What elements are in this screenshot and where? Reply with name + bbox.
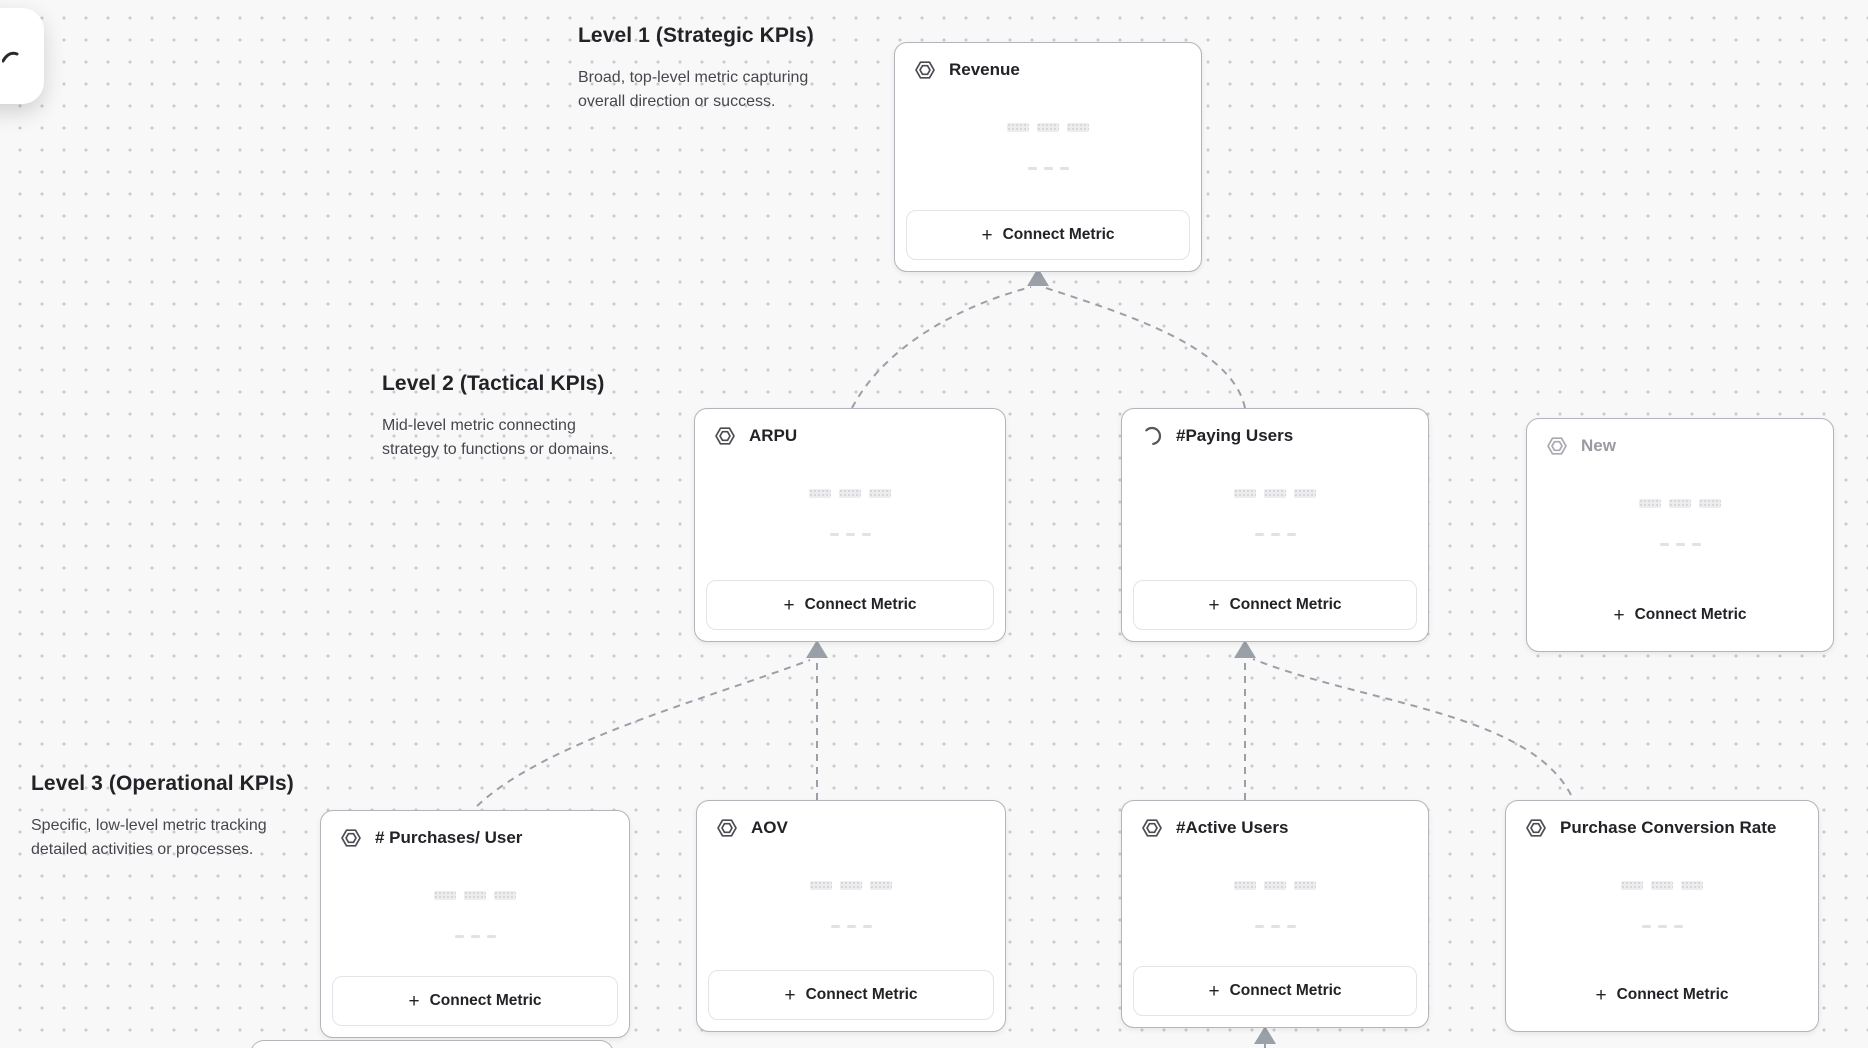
metric-trend-skeleton: [697, 925, 1005, 928]
metric-card-header: Purchase Conversion Rate: [1524, 816, 1776, 840]
metric-card-purchase-conversion-rate[interactable]: Purchase Conversion Rate + Connect Metri…: [1505, 800, 1819, 1032]
metric-card-title: AOV: [751, 818, 788, 837]
connect-metric-label: Connect Metric: [804, 596, 917, 613]
metric-card-active-users[interactable]: #Active Users + Connect Metric: [1121, 800, 1429, 1028]
connect-metric-button[interactable]: + Connect Metric: [332, 976, 618, 1026]
plus-icon: +: [783, 594, 795, 616]
connect-metric-label: Connect Metric: [1634, 606, 1747, 623]
plus-icon: +: [784, 984, 796, 1006]
level-2-description: Mid-level metric connecting strategy to …: [382, 417, 614, 458]
plus-icon: +: [1208, 594, 1220, 616]
plus-icon: +: [1595, 984, 1607, 1006]
metric-card-title: # Purchases/ User: [375, 828, 523, 847]
connector-pcr-to-paying-users: [1252, 658, 1572, 796]
connect-metric-button[interactable]: + Connect Metric: [1538, 590, 1822, 640]
metric-card-header: AOV: [715, 816, 788, 840]
metric-value-skeleton: [895, 123, 1201, 132]
metric-card-title: New: [1581, 436, 1616, 455]
level-1-heading: Level 1 (Strategic KPIs): [578, 24, 814, 47]
arrowhead-into-paying-users: [1234, 640, 1256, 658]
metric-hexagon-icon: [713, 424, 737, 448]
level-3-description: Specific, low-level metric tracking deta…: [31, 817, 267, 858]
metric-card-header: #Paying Users: [1140, 424, 1293, 448]
metric-hexagon-icon: [715, 816, 739, 840]
metric-card-partial[interactable]: [250, 1040, 614, 1048]
connector-arpu-to-revenue: [851, 286, 1032, 409]
metric-trend-skeleton: [1527, 543, 1833, 546]
plus-icon: +: [1208, 980, 1220, 1002]
level-2-heading: Level 2 (Tactical KPIs): [382, 372, 605, 395]
connect-metric-label: Connect Metric: [1002, 226, 1115, 243]
loading-spinner-icon: [1140, 424, 1164, 448]
connect-metric-label: Connect Metric: [1229, 982, 1342, 999]
cursor-icon: [2, 51, 19, 63]
metric-hexagon-icon: [1140, 816, 1164, 840]
metric-card-header: New: [1545, 434, 1616, 458]
metric-hexagon-icon: [1545, 434, 1569, 458]
metric-card-new[interactable]: New + Connect Metric: [1526, 418, 1834, 652]
metric-card-header: #Active Users: [1140, 816, 1288, 840]
plus-icon: +: [408, 990, 420, 1012]
toolbar-panel-fragment[interactable]: [0, 8, 44, 104]
metric-card-header: Revenue: [913, 58, 1020, 82]
metric-value-skeleton: [1122, 881, 1428, 890]
connect-metric-label: Connect Metric: [429, 992, 542, 1009]
metric-trend-skeleton: [1122, 925, 1428, 928]
connect-metric-button[interactable]: + Connect Metric: [708, 970, 994, 1020]
connect-metric-button[interactable]: + Connect Metric: [1517, 970, 1807, 1020]
metric-value-skeleton: [1122, 489, 1428, 498]
connector-paying-users-to-revenue: [1045, 287, 1246, 409]
metric-card-title: Purchase Conversion Rate: [1560, 818, 1777, 837]
metric-card-title: Revenue: [949, 60, 1020, 79]
metric-value-skeleton: [1527, 499, 1833, 508]
metric-trend-skeleton: [1506, 925, 1818, 928]
connector-purchases-to-arpu: [476, 659, 811, 807]
metric-card-paying-users[interactable]: #Paying Users + Connect Metric: [1121, 408, 1429, 642]
metric-hexagon-icon: [339, 826, 363, 850]
level-3-heading: Level 3 (Operational KPIs): [31, 772, 294, 795]
metric-card-revenue[interactable]: Revenue + Connect Metric: [894, 42, 1202, 272]
metric-trend-skeleton: [695, 533, 1005, 536]
connect-metric-button[interactable]: + Connect Metric: [906, 210, 1190, 260]
metric-trend-skeleton: [895, 167, 1201, 170]
metric-card-aov[interactable]: AOV + Connect Metric: [696, 800, 1006, 1032]
metric-value-skeleton: [1506, 881, 1818, 890]
metric-value-skeleton: [695, 489, 1005, 498]
metric-trend-skeleton: [1122, 533, 1428, 536]
connect-metric-button[interactable]: + Connect Metric: [1133, 966, 1417, 1016]
metric-card-title: #Paying Users: [1176, 426, 1294, 445]
connect-metric-label: Connect Metric: [1229, 596, 1342, 613]
metric-trend-skeleton: [321, 935, 629, 938]
metric-card-title: #Active Users: [1176, 818, 1289, 837]
metric-card-header: # Purchases/ User: [339, 826, 522, 850]
arrowhead-into-arpu: [806, 640, 828, 658]
connect-metric-label: Connect Metric: [805, 986, 918, 1003]
connect-metric-label: Connect Metric: [1616, 986, 1729, 1003]
metric-hexagon-icon: [913, 58, 937, 82]
metric-hexagon-icon: [1524, 816, 1548, 840]
connect-metric-button[interactable]: + Connect Metric: [706, 580, 994, 630]
arrowhead-into-active-users: [1254, 1026, 1276, 1044]
metric-card-arpu[interactable]: ARPU + Connect Metric: [694, 408, 1006, 642]
metric-value-skeleton: [321, 891, 629, 900]
metric-card-title: ARPU: [749, 426, 798, 445]
plus-icon: +: [981, 224, 993, 246]
metric-card-header: ARPU: [713, 424, 797, 448]
plus-icon: +: [1613, 604, 1625, 626]
level-1-description: Broad, top-level metric capturing overal…: [578, 69, 809, 110]
metric-card-purchases-per-user[interactable]: # Purchases/ User + Connect Metric: [320, 810, 630, 1038]
connect-metric-button[interactable]: + Connect Metric: [1133, 580, 1417, 630]
metric-value-skeleton: [697, 881, 1005, 890]
